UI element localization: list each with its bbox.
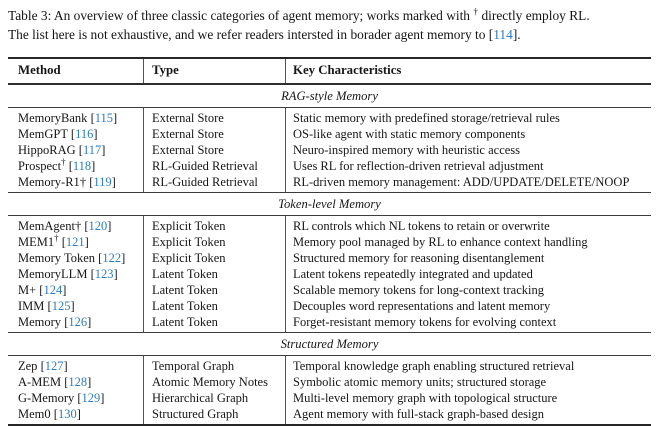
section-rule [8, 191, 651, 193]
section-rule [8, 214, 651, 216]
section-rule [8, 354, 651, 356]
desc-cell: Scalable memory tokens for long-context … [293, 282, 544, 297]
column-header-key-characteristics: Key Characteristics [293, 63, 402, 77]
desc-cell: Memory pool managed by RL to enhance con… [293, 234, 588, 249]
citation-link[interactable]: 125 [51, 298, 71, 313]
column-divider [143, 355, 144, 424]
top-rule [8, 57, 651, 59]
type-cell: Explicit Token [152, 234, 226, 249]
citation-link[interactable]: 119 [93, 174, 112, 189]
method-cell: Memory Token [122] [18, 250, 126, 265]
desc-cell: Static memory with predefined storage/re… [293, 110, 560, 125]
column-header-method: Method [18, 63, 61, 77]
desc-cell: Uses RL for reflection-driven retrieval … [293, 158, 544, 173]
citation-link[interactable]: 121 [65, 234, 85, 249]
section-rule [8, 106, 651, 108]
method-cell: Mem0 [130] [18, 406, 81, 421]
citation-link[interactable]: 128 [68, 374, 88, 389]
method-cell: Zep [127] [18, 358, 68, 373]
method-cell: G-Memory [129] [18, 390, 105, 405]
column-divider [285, 355, 286, 424]
citation-link[interactable]: 130 [57, 406, 77, 421]
desc-cell: Symbolic atomic memory units; structured… [293, 374, 547, 389]
citation-link[interactable]: 117 [82, 142, 102, 157]
section-rule [8, 331, 651, 333]
method-cell: MemoryLLM [123] [18, 266, 118, 281]
type-cell: Latent Token [152, 298, 218, 313]
method-cell: HippoRAG [117] [18, 142, 106, 157]
section-rows: MemAgent† [120] Explicit Token RL controls… [8, 215, 651, 332]
citation-link[interactable]: 127 [44, 358, 64, 373]
desc-cell: Multi-level memory graph with topologica… [293, 390, 558, 405]
method-cell: MemoryBank [115] [18, 110, 118, 125]
type-cell: Temporal Graph [152, 358, 235, 373]
dagger-mark: † [473, 7, 479, 18]
method-cell: M+ [124] [18, 282, 67, 297]
column-divider [285, 59, 286, 83]
table-header-row: Method Type Key Characteristics [8, 59, 651, 83]
desc-cell: Structured memory for reasoning disentan… [293, 250, 545, 265]
citation-link[interactable]: 116 [75, 126, 94, 141]
section-rows: MemoryBank [115] External Store Static mem… [8, 107, 651, 192]
type-cell: Explicit Token [152, 218, 226, 233]
desc-cell: Decouples word representations and laten… [293, 298, 551, 313]
section-title: Structured Memory [280, 336, 379, 351]
column-divider [143, 107, 144, 192]
desc-cell: RL-driven memory management: ADD/UPDATE/… [293, 174, 630, 189]
desc-cell: RL controls which NL tokens to retain or… [293, 218, 550, 233]
type-cell: Atomic Memory Notes [152, 374, 268, 389]
type-cell: Latent Token [152, 282, 218, 297]
type-cell: Explicit Token [152, 250, 226, 265]
dagger-mark: † [61, 157, 66, 167]
desc-cell: Agent memory with full-stack graph-based… [293, 406, 544, 421]
type-cell: External Store [152, 110, 224, 125]
type-cell: External Store [152, 126, 224, 141]
table-caption: Table 3: An overview of three classic ca… [8, 7, 590, 42]
citation-link[interactable]: 124 [43, 282, 63, 297]
method-cell: IMM [125] [18, 298, 75, 313]
column-divider [143, 59, 144, 83]
citation-link[interactable]: 115 [94, 110, 114, 125]
column-header-type: Type [152, 63, 179, 77]
desc-cell: Temporal knowledge graph enabling struct… [293, 358, 575, 373]
column-divider [285, 215, 286, 332]
method-cell: MEM1† [121] [18, 233, 89, 249]
table-3: Method Type Key Characteristics RAG-styl… [8, 57, 651, 426]
method-cell: MemGPT [116] [18, 126, 98, 141]
type-cell: External Store [152, 142, 224, 157]
citation-link[interactable]: 126 [68, 314, 88, 329]
method-cell: A-MEM [128] [18, 374, 92, 389]
type-cell: Hierarchical Graph [152, 390, 249, 405]
method-cell: Memory-R1† [119] [18, 174, 116, 189]
section-title: RAG-style Memory [281, 88, 378, 103]
desc-cell: Latent tokens repeatedly integrated and … [293, 266, 533, 281]
desc-cell: Neuro-inspired memory with heuristic acc… [293, 142, 521, 157]
citation-link[interactable]: 122 [102, 250, 122, 265]
citation-link[interactable]: 114 [493, 26, 513, 42]
method-cell: Prospect† [118] [18, 157, 96, 173]
citation-link[interactable]: 120 [88, 218, 108, 233]
type-cell: Latent Token [152, 314, 218, 329]
type-cell: RL-Guided Retrieval [152, 158, 258, 173]
citation-link[interactable]: 123 [94, 266, 114, 281]
method-cell: Memory [126] [18, 314, 92, 329]
type-cell: RL-Guided Retrieval [152, 174, 258, 189]
desc-cell: Forget-resistant memory tokens for evolv… [293, 314, 557, 329]
section-rows: Zep [127] Temporal Graph Temporal knowledg… [8, 355, 651, 424]
citation-link[interactable]: 118 [72, 158, 92, 173]
type-cell: Structured Graph [152, 406, 239, 421]
column-divider [285, 107, 286, 192]
type-cell: Latent Token [152, 266, 218, 281]
citation-link[interactable]: 129 [81, 390, 101, 405]
method-cell: MemAgent† [120] [18, 218, 112, 233]
desc-cell: OS-like agent with static memory compone… [293, 126, 526, 141]
column-divider [143, 215, 144, 332]
header-rule [8, 83, 651, 85]
dagger-mark: † [54, 233, 59, 243]
section-title: Token-level Memory [278, 196, 381, 211]
